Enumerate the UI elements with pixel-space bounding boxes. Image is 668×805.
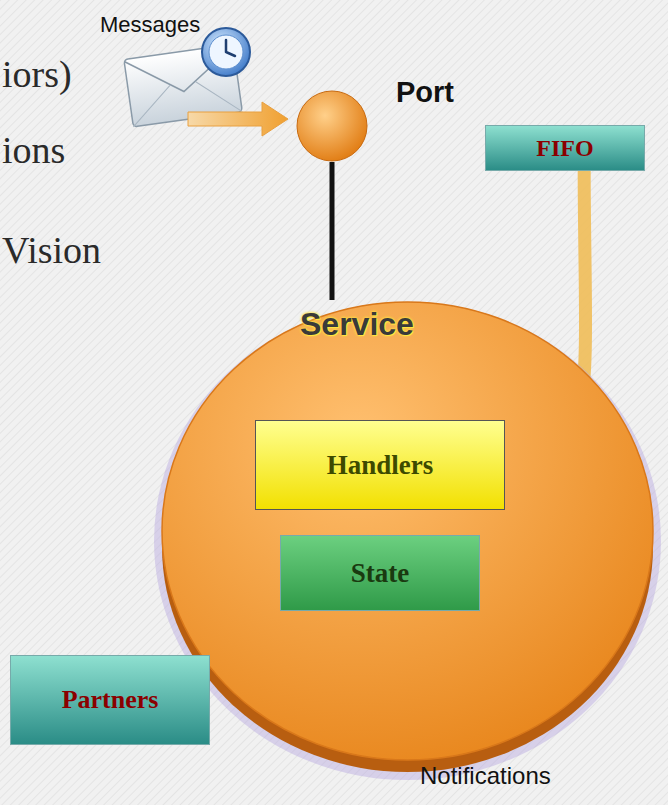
node-label: State	[351, 558, 409, 589]
slide-text-fragment: iors)	[2, 52, 72, 96]
node-heading: Service	[300, 306, 414, 343]
slide-text-fragment: ions	[2, 128, 65, 172]
slide-text-fragment: Vision	[2, 228, 101, 272]
port-circle-outline	[296, 90, 368, 162]
port-link	[330, 162, 335, 300]
edge-label: Notifications	[420, 762, 551, 790]
node-label: FIFO	[536, 135, 593, 162]
node-heading: Port	[396, 76, 454, 109]
queue-box: FIFO	[485, 125, 645, 171]
service-disc: ServiceHandlersState	[160, 300, 655, 770]
handlers-box: Handlers	[255, 420, 505, 510]
partners-box: Partners	[10, 655, 210, 745]
state-box: State	[280, 535, 480, 611]
node-label: Handlers	[327, 450, 434, 481]
icon-caption: Messages	[100, 12, 200, 38]
node-label: Partners	[62, 685, 159, 715]
port-circle: Port	[296, 90, 368, 162]
